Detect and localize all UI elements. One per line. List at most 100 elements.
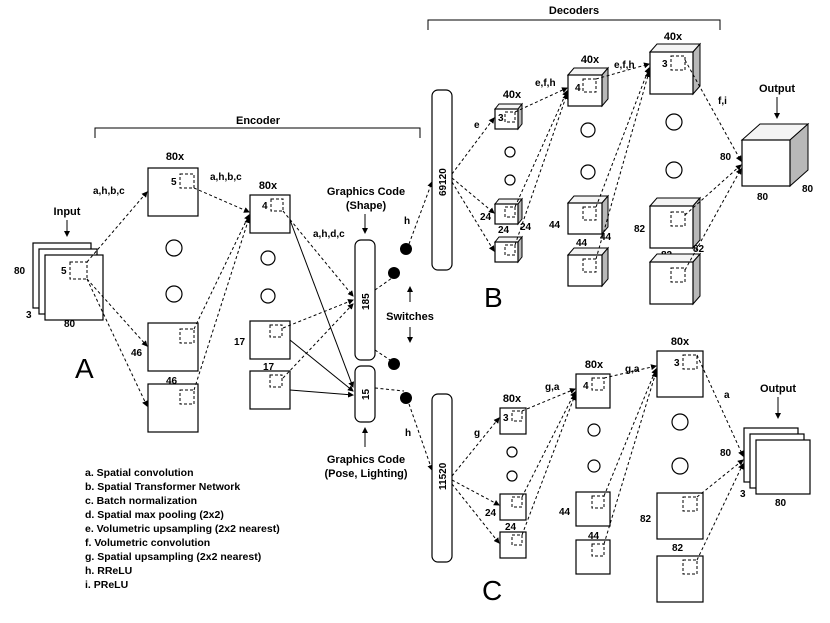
output-b-label: Output: [759, 83, 795, 95]
legend-item: e. Volumetric upsampling (2x2 nearest): [85, 523, 280, 535]
legend-item: g. Spatial upsampling (2x2 nearest): [85, 551, 261, 563]
op-b-1: e: [474, 120, 480, 131]
encoder-layer-2-kernel-size: 4: [262, 201, 268, 212]
decoder-b-layer-2-width: 44: [576, 238, 588, 249]
decoder-b-layer-2-kernel-size: 4: [575, 83, 581, 94]
decoder-b-layer-1-cube-bottom: [493, 235, 524, 264]
decoder-c-layer-1-height: 24: [485, 508, 497, 519]
encoder-connections: a,h,b,c a,h,b,c a,h,d,c: [86, 172, 355, 407]
code-15-value: 15: [361, 388, 372, 400]
encoder-layer-1-kernel-3: [179, 389, 195, 405]
decoder-b-layer-1-ellipsis-2: [504, 174, 516, 186]
decoder-c-layer-3-count: 80x: [671, 336, 690, 348]
encoder-layer-2-width: 17: [263, 362, 275, 373]
decoder-c-layer-1-width: 24: [505, 522, 517, 533]
op-h-b: h: [404, 216, 410, 227]
input-kernel: [69, 261, 88, 280]
output-b-depth: 80: [802, 184, 814, 195]
decoder-c-layer-1-ellipsis-2: [506, 470, 518, 482]
panel-label-b: B: [484, 282, 503, 313]
graphics-code-pose-subtitle: (Pose, Lighting): [324, 468, 407, 480]
fc-69120-value: 69120: [438, 168, 449, 196]
graphics-code-shape-title: Graphics Code: [327, 186, 405, 198]
input-width: 80: [64, 319, 76, 330]
decoder-b-layer-2-ellipsis-2: [580, 164, 596, 180]
decoder-c-layer-2-kernel-size: 4: [583, 381, 589, 392]
legend-item: d. Spatial max pooling (2x2): [85, 509, 224, 521]
decoder-b-layer-3-cube-bottom: [648, 252, 702, 306]
decoder-b-layer-3-cube-mid: [648, 196, 702, 250]
output-c-frame-3: [755, 439, 811, 495]
graphics-code-pose-title: Graphics Code: [327, 454, 405, 466]
encoder-layer-2-count: 80x: [259, 180, 278, 192]
decoder-b-layer-2-cube-top: 4: [566, 66, 610, 108]
encoder-layer-2: 80x 4 17 17: [234, 180, 291, 410]
decoder-c-layer-3-width: 82: [672, 543, 684, 554]
decoder-b-layer-1-cube-mid: [493, 197, 524, 226]
decoder-b-layer-3-count: 40x: [664, 31, 683, 43]
code-185-bar: [354, 239, 376, 361]
encoder-layer-2-ellipsis-2: [260, 288, 276, 304]
decoder-c-layer-2-width: 44: [588, 531, 600, 542]
decoder-c: h 11520 g 80x 3 24 24 g,a 80x 4 44 44: [405, 336, 811, 606]
decoder-c-layer-2-height: 44: [559, 507, 571, 518]
encoder-layer-2-ellipsis-1: [260, 250, 276, 266]
encoder-layer-1: 80x 5 46 46: [131, 151, 199, 433]
encoder-layer-1-map-bottom: [147, 383, 199, 433]
decoder-c-layer-2-ellipsis-2: [587, 459, 601, 473]
decoder-b-layer-1-depth: 24: [520, 222, 532, 233]
decoder-b-layer-1-count: 40x: [503, 89, 522, 101]
switches: Switches: [374, 243, 434, 404]
decoder-c-layer-2-map-bottom: [575, 539, 611, 575]
encoder-layer-1-map-top: [147, 167, 199, 217]
output-c-depth: 3: [740, 489, 746, 500]
code-185-value: 185: [361, 293, 372, 310]
decoder-b-layer-2-height: 44: [549, 220, 561, 231]
op-encoder-2: a,h,b,c: [210, 172, 242, 183]
decoder-c-layer-2-map-top: [575, 373, 611, 409]
decoder-b-layer-2-ellipsis-1: [580, 122, 596, 138]
input-height: 80: [14, 266, 26, 277]
graphics-code-shape: Graphics Code (Shape) 185: [327, 186, 405, 361]
switch-dot-4: [400, 392, 412, 404]
op-encoder-3: a,h,d,c: [313, 229, 345, 240]
input-frame-3: [44, 254, 104, 321]
decoder-c-layer-1-count: 80x: [503, 393, 522, 405]
decoder-b-layer-1-cube-top: 3: [493, 102, 524, 131]
input-label: Input: [54, 206, 81, 218]
encoder-layer-1-width: 46: [166, 376, 178, 387]
encoder-layer-2-height: 17: [234, 337, 246, 348]
encoder-bracket: Encoder: [94, 115, 421, 138]
decoder-c-layer-2-map-mid: [575, 491, 611, 527]
decoder-b-layer-1-ellipsis-1: [504, 146, 516, 158]
decoder-c-layer-3-ellipsis-2: [671, 457, 689, 475]
output-c-width: 80: [775, 498, 787, 509]
legend: a. Spatial convolution b. Spatial Transf…: [85, 467, 280, 591]
fc-11520-value: 11520: [438, 462, 449, 490]
output-b-cube: [740, 122, 810, 188]
output-c-label: Output: [760, 383, 796, 395]
encoder-layer-1-kernel-size: 5: [171, 177, 177, 188]
encoder-layer-2-map-top: [249, 194, 291, 234]
decoder-c-layer-1-kernel-size: 3: [503, 413, 509, 424]
legend-item: b. Spatial Transformer Network: [85, 481, 240, 493]
legend-item: a. Spatial convolution: [85, 467, 194, 479]
encoder-layer-1-height: 46: [131, 348, 143, 359]
legend-item: f. Volumetric convolution: [85, 537, 210, 549]
decoders-title: Decoders: [549, 5, 599, 17]
decoder-b-layer-2-depth: 44: [600, 232, 612, 243]
decoder-b-layer-3-depth: 82: [693, 244, 705, 255]
code-15-bar: [354, 365, 376, 423]
decoder-b-layer-3-ellipsis-2: [665, 161, 683, 179]
op-encoder-1: a,h,b,c: [93, 186, 125, 197]
input-depth: 3: [26, 310, 32, 321]
decoder-b-layer-3-ellipsis-1: [665, 113, 683, 131]
fc-69120-bar: [431, 89, 453, 271]
panel-label-c: C: [482, 575, 502, 606]
decoder-b-layer-3-height: 82: [634, 224, 646, 235]
input-block: Input 5 80 3 80: [14, 206, 104, 330]
decoder-b-layer-2-cube-mid: [566, 194, 610, 236]
fc-11520-bar: [431, 393, 453, 563]
decoder-c-layer-3-ellipsis-1: [671, 413, 689, 431]
